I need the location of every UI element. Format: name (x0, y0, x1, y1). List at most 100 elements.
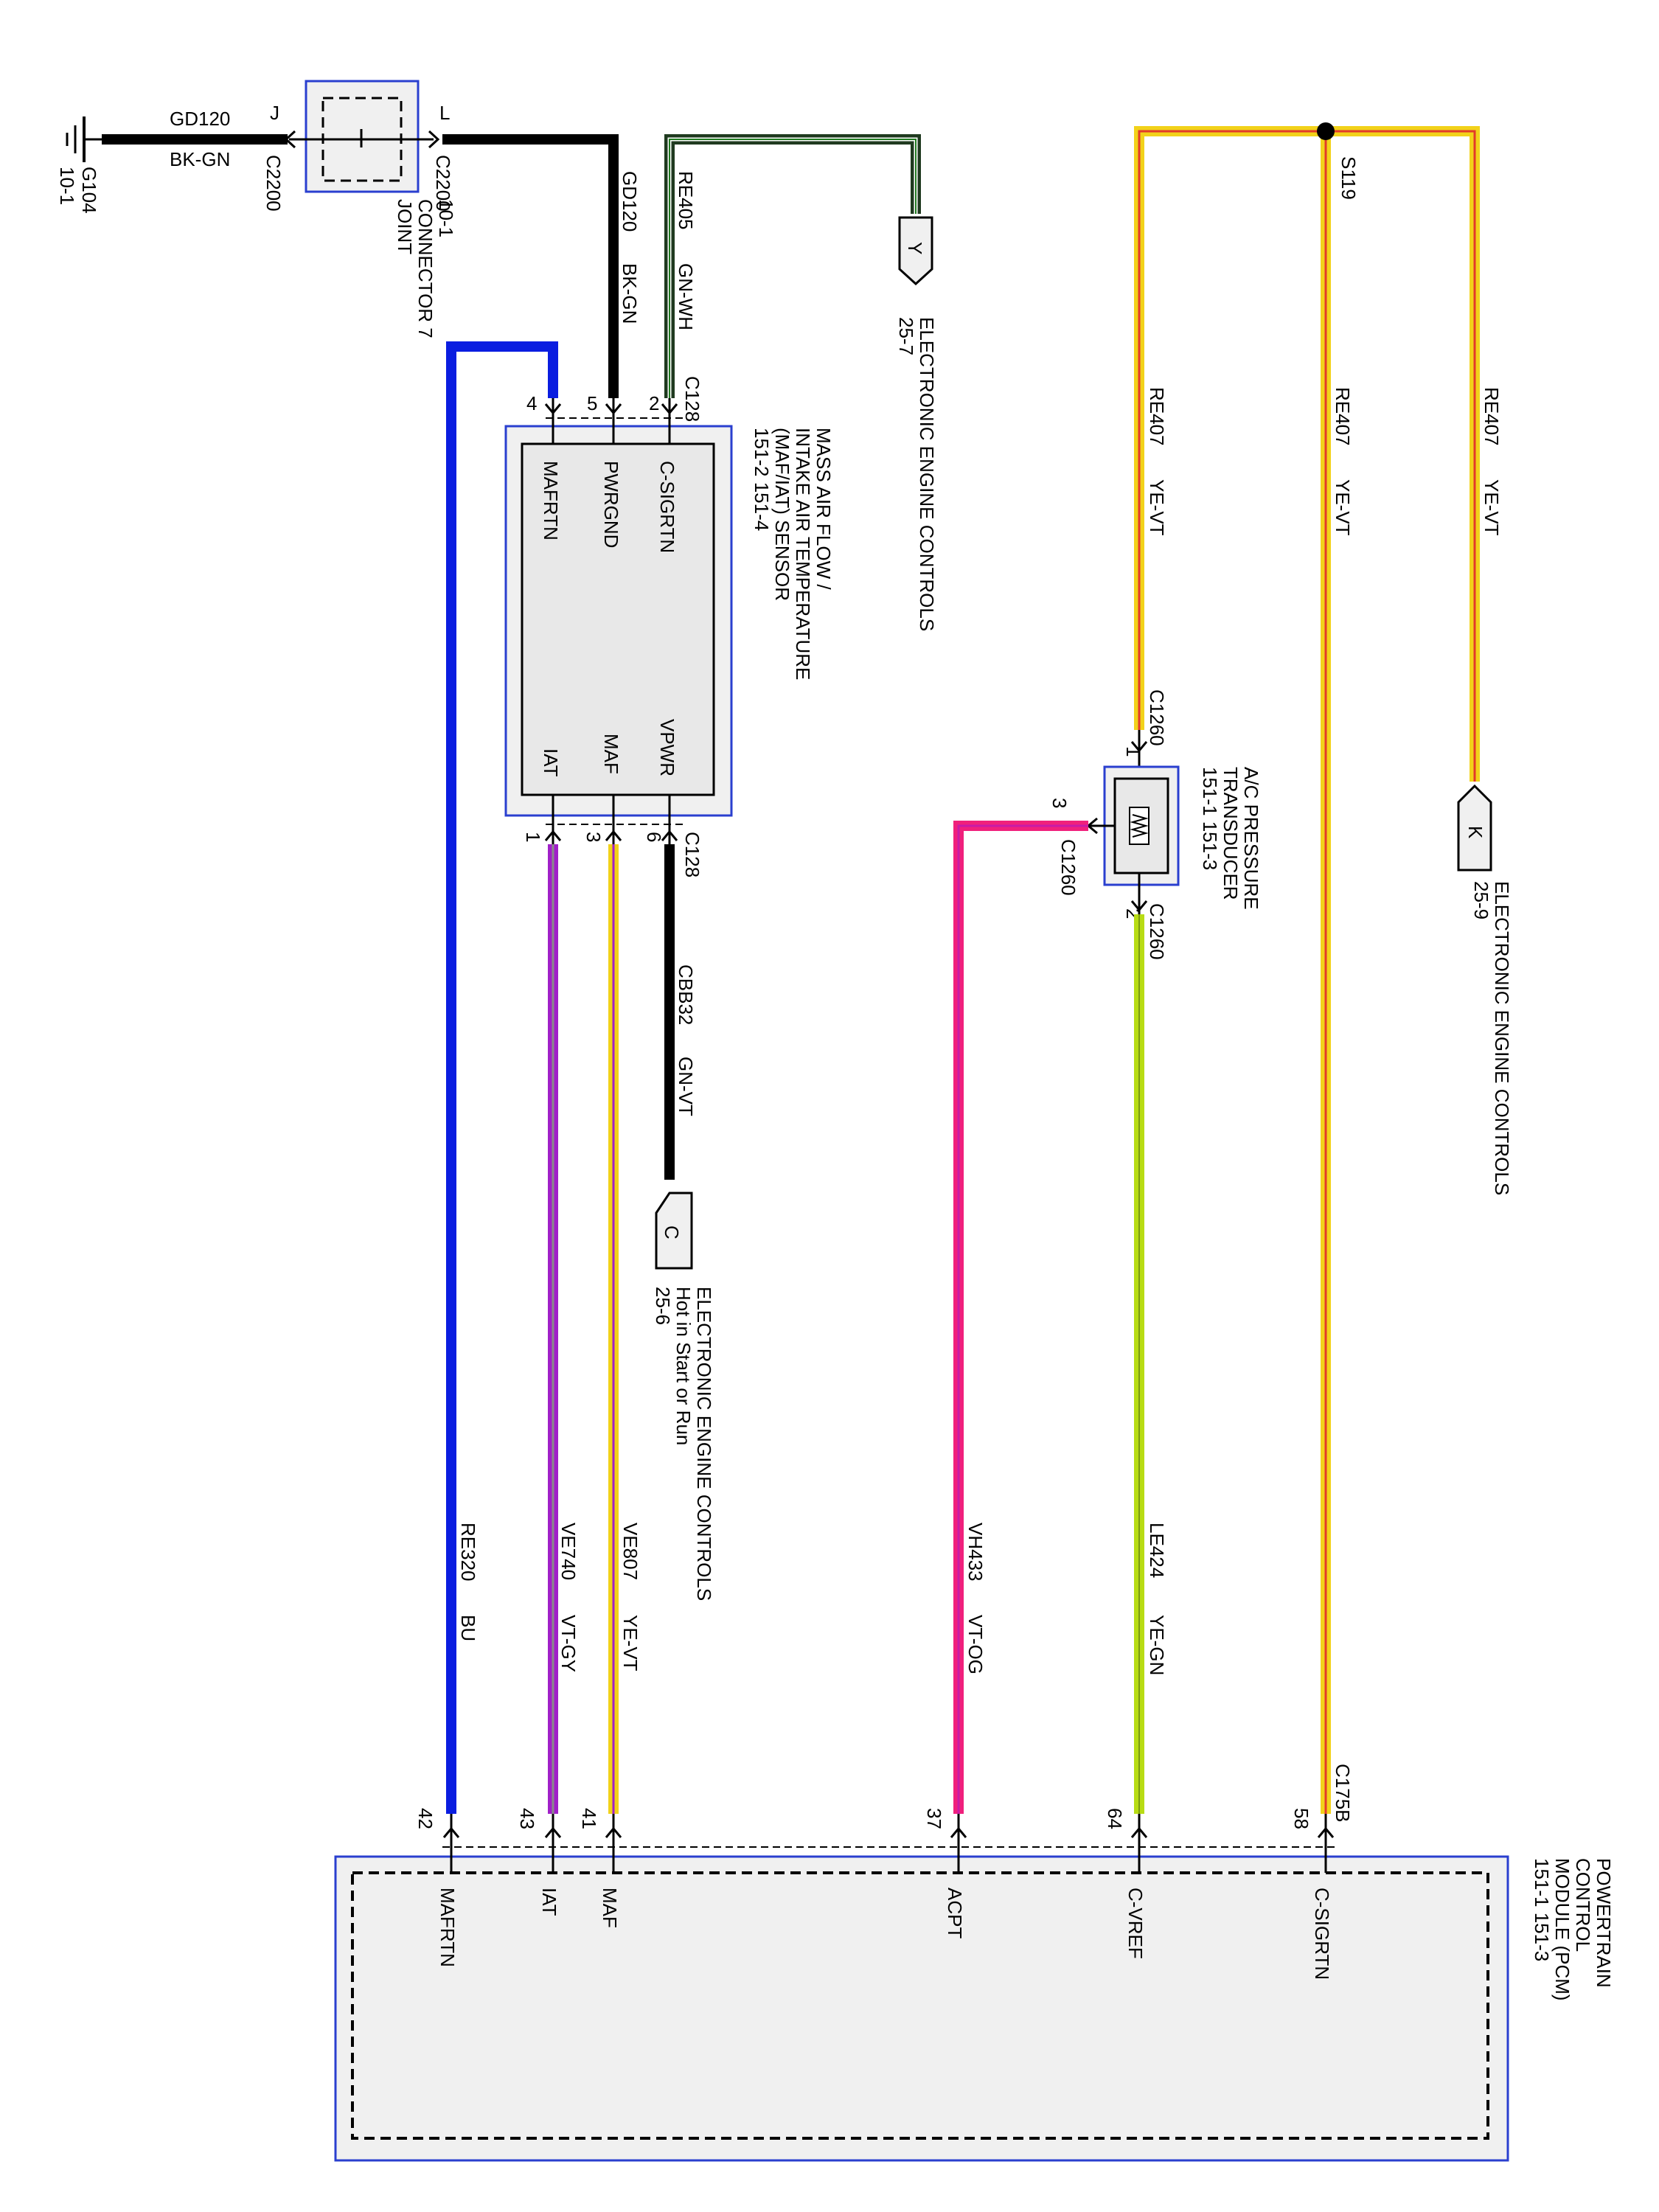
pcm-pin-name-mafrtn: MAFRTN (437, 1888, 459, 1967)
ref-y-letter: Y (904, 242, 926, 254)
maf-pin-name-iat: IAT (540, 748, 562, 777)
maf-title-line-1: MASS AIR FLOW / (813, 428, 835, 590)
pcm-pin-num-37: 37 (923, 1808, 945, 1829)
wire-cbb32: CBB32 GN-VT (664, 844, 697, 1180)
ref-c-connector: C ELECTRONIC ENGINE CONTROLS Hot in Star… (652, 1192, 715, 1601)
pcm-pin-num-64: 64 (1104, 1808, 1126, 1829)
wire-gd120-vertical: GD120 BK-GN (442, 134, 641, 398)
pcm-title-line-2: CONTROL (1572, 1858, 1594, 1952)
ac-pin-left-label: 3 (1048, 798, 1071, 808)
pcm-title-line-3: MODULE (PCM) (1551, 1858, 1573, 2001)
joint-connector-7: J L C2200 C2200 JOINT CONNECTOR 7 10-1 (262, 80, 457, 338)
wire-re320-circuit-label: RE320 (457, 1523, 479, 1582)
wire-re405-color-label: GN-WH (675, 263, 697, 330)
wire-vh433-circuit-label: VH433 (964, 1523, 987, 1582)
wire-re405: RE405 GN-WH (664, 134, 921, 398)
wire-vh433-color-label: VT-OG (964, 1615, 987, 1674)
wire-ve740: VE740 VT-GY (548, 844, 580, 1814)
wire-re405-circuit-label: RE405 (675, 171, 697, 230)
pcm-conn-label: C175B (1332, 1764, 1354, 1823)
joint-name-line-2: CONNECTOR 7 (414, 199, 437, 338)
maf-pin-name-pwrgnd: PWRGND (600, 461, 622, 548)
wire-re407a-circuit-label: RE407 (1146, 387, 1168, 446)
ac-title-line-1: A/C PRESSURE (1240, 767, 1262, 910)
ref-k-title: ELECTRONIC ENGINE CONTROLS (1491, 881, 1513, 1195)
ac-conn-bottom-label: C1260 (1146, 903, 1168, 960)
pcm-title-line-4: 151-1 151-3 (1531, 1858, 1553, 1961)
ref-k-letter: K (1464, 826, 1486, 839)
maf-pin-num-2: 2 (649, 392, 659, 414)
wire-cbb32-color-label: GN-VT (675, 1057, 697, 1116)
wire-cbb32-circuit-label: CBB32 (675, 964, 697, 1025)
pcm-pin-name-cvref: C-VREF (1124, 1888, 1147, 1959)
wire-re320: RE320 BU (446, 341, 558, 1814)
wire-le424: LE424 YE-GN (1134, 914, 1168, 1814)
wire-le424-color-label: YE-GN (1146, 1615, 1168, 1675)
wire-ve807-color-label: YE-VT (619, 1615, 641, 1672)
ref-k-page: 25-9 (1470, 881, 1492, 919)
wire-ve740-color-label: VT-GY (557, 1615, 580, 1672)
ref-y-title: ELECTRONIC ENGINE CONTROLS (916, 317, 938, 631)
maf-pin-num-1: 1 (522, 832, 544, 842)
pcm-pin-num-42: 42 (414, 1808, 437, 1829)
maf-pin-name-vpwr: VPWR (656, 719, 678, 776)
resistor-icon (1130, 814, 1149, 838)
maf-title-line-4: 151-2 151-4 (751, 428, 773, 531)
pcm-pin-num-58: 58 (1290, 1808, 1312, 1829)
maf-title-line-2: INTAKE AIR TEMPERATURE (792, 428, 814, 680)
joint-pin-left-label: J (270, 102, 279, 124)
wire-re320-color-label: BU (457, 1615, 479, 1641)
joint-pin-right-label: L (439, 102, 450, 124)
ref-y-page: 25-7 (895, 317, 917, 355)
pcm-pin-name-maf: MAF (599, 1888, 621, 1928)
maf-pin-num-3: 3 (582, 832, 605, 842)
pcm-module: 42 43 41 37 64 58 C175B MAFRTN IAT MAF A… (334, 1764, 1615, 2162)
maf-pin-num-4: 4 (526, 392, 537, 414)
ground-ref-label: 10-1 (56, 167, 78, 205)
wire-vh433: VH433 VT-OG (953, 821, 1088, 1814)
ac-pressure-transducer: 1 C1260 2 C1260 3 C1260 A/C PRESSURE TRA… (1048, 689, 1262, 960)
ac-title-line-3: 151-1 151-3 (1199, 767, 1221, 870)
joint-right-pin-icon (428, 130, 440, 149)
ac-conn-top-label: C1260 (1146, 689, 1168, 746)
ac-title-line-2: TRANSDUCER (1220, 767, 1242, 900)
ref-c-letter: C (661, 1225, 683, 1239)
joint-name-line-3: 10-1 (435, 199, 457, 237)
splice-s119-dot (1317, 122, 1335, 140)
ref-c-title: ELECTRONIC ENGINE CONTROLS (693, 1287, 715, 1601)
maf-title-line-3: (MAF/IAT) SENSOR (771, 428, 793, 601)
wire-gd120-horizontal: GD120 BK-GN (102, 108, 288, 170)
pcm-pin-name-csigrtn: C-SIGRTN (1311, 1888, 1333, 1980)
wire-re407c-color-label: YE-VT (1481, 479, 1503, 536)
ac-pin-top-label: 1 (1122, 746, 1144, 757)
pcm-pin-name-iat: IAT (538, 1888, 560, 1916)
pcm-pin-num-41: 41 (578, 1808, 600, 1829)
wire-gd120-circuit-label: GD120 (170, 108, 230, 130)
wire-ve807: VE807 YE-VT (608, 844, 641, 1814)
wire-ve807-circuit-label: VE807 (619, 1523, 641, 1580)
pcm-pin-num-43: 43 (516, 1808, 538, 1829)
joint-conn-right-label: C2200 (432, 155, 454, 212)
wire-gd120v-circuit-label: GD120 (619, 171, 641, 232)
maf-iat-sensor: 2 5 4 C128 6 3 1 C128 C-SIGRTN PWRGND MA… (504, 376, 835, 877)
maf-pin-name-mafrtn: MAFRTN (540, 461, 562, 540)
joint-left-pin-icon (284, 130, 296, 149)
ac-conn-left-label: C1260 (1057, 839, 1079, 896)
pcm-pin-stubs (442, 1814, 1335, 1873)
joint-conn-left-label: C2200 (262, 155, 285, 212)
splice-s119-label: S119 (1338, 156, 1360, 200)
maf-pin-num-5: 5 (587, 392, 597, 414)
wire-re407-network: S119 RE407 YE-VT RE407 YE-VT RE407 YE-VT (1134, 122, 1503, 1814)
maf-pin-name-maf: MAF (600, 734, 622, 774)
ref-c-sub: Hot in Start or Run (672, 1287, 695, 1445)
wire-gd120v-color-label: BK-GN (619, 263, 641, 324)
wire-le424-circuit-label: LE424 (1146, 1523, 1168, 1578)
ref-c-page: 25-6 (652, 1287, 674, 1325)
pcm-pin-name-acpt: ACPT (944, 1888, 966, 1938)
maf-pin-name-csigrtn: C-SIGRTN (656, 461, 678, 553)
ground-id-label: G104 (78, 167, 100, 214)
ref-k-connector: K ELECTRONIC ENGINE CONTROLS 25-9 (1457, 784, 1513, 1195)
maf-conn-top-label: C128 (681, 376, 703, 422)
wire-re407b-color-label: YE-VT (1332, 479, 1354, 536)
